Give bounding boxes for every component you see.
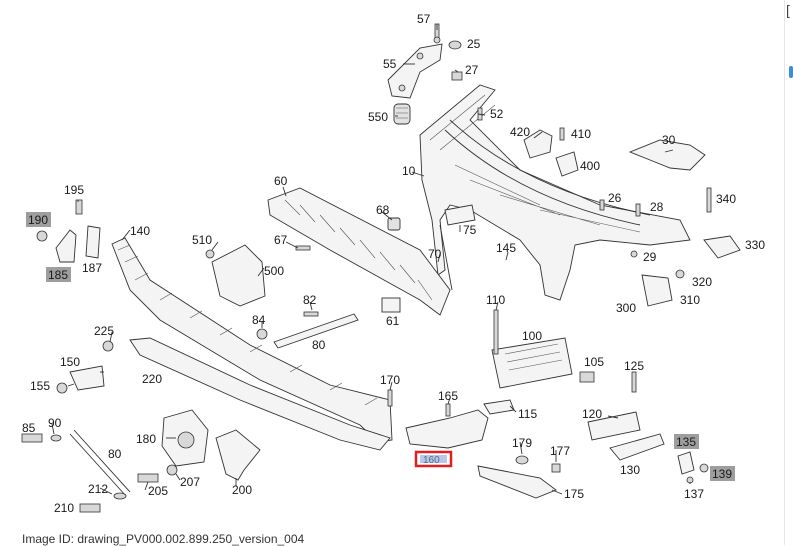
callout-label-175[interactable]: 175 — [564, 487, 584, 501]
callout-label-179[interactable]: 179 — [512, 436, 532, 450]
callout-label-220[interactable]: 220 — [142, 372, 162, 386]
callout-label-130[interactable]: 130 — [620, 463, 640, 477]
selected-part-marker[interactable] — [414, 450, 453, 468]
callout-label-110[interactable]: 110 — [486, 293, 505, 307]
callout-label-67[interactable]: 67 — [274, 233, 288, 247]
callout-label-170[interactable]: 170 — [380, 373, 400, 387]
callout-label-165[interactable]: 165 — [438, 389, 458, 403]
callout-label-80[interactable]: 80 — [312, 338, 326, 352]
edge-indicator — [789, 66, 793, 78]
callout-label-75[interactable]: 75 — [463, 223, 477, 237]
callout-label-500[interactable]: 500 — [264, 264, 284, 278]
image-id-caption: Image ID: drawing_PV000.002.899.250_vers… — [22, 532, 305, 546]
callout-label-190[interactable]: 190 — [28, 213, 48, 227]
callout-label-177[interactable]: 177 — [550, 444, 570, 458]
callout-label-139[interactable]: 139 — [712, 467, 732, 481]
callout-label-550[interactable]: 550 — [368, 110, 388, 124]
callout-label-26[interactable]: 26 — [608, 191, 622, 205]
callout-label-140[interactable]: 140 — [130, 224, 150, 238]
selected-part-label: 160 — [423, 455, 440, 466]
callout-label-510[interactable]: 510 — [192, 233, 212, 247]
callout-label-120[interactable]: 120 — [582, 407, 602, 421]
callout-label-27[interactable]: 27 — [465, 63, 479, 77]
callout-label-207[interactable]: 207 — [180, 475, 200, 489]
callout-label-57[interactable]: 57 — [417, 12, 431, 26]
callout-label-400[interactable]: 400 — [580, 159, 600, 173]
callout-label-84[interactable]: 84 — [252, 313, 266, 327]
parts-artwork — [21, 23, 741, 513]
callout-label-340[interactable]: 340 — [716, 192, 736, 206]
callout-label-137[interactable]: 137 — [684, 487, 704, 501]
callout-label-150[interactable]: 150 — [60, 355, 80, 369]
callout-label-25[interactable]: 25 — [467, 37, 481, 51]
callout-label-80-lower[interactable]: 80 — [108, 447, 122, 461]
callout-label-180[interactable]: 180 — [136, 432, 156, 446]
callout-label-100[interactable]: 100 — [522, 329, 542, 343]
callout-label-60[interactable]: 60 — [274, 174, 288, 188]
callout-label-90[interactable]: 90 — [48, 416, 62, 430]
panel-divider — [784, 0, 785, 545]
callout-label-135[interactable]: 135 — [676, 435, 696, 449]
callout-label-115[interactable]: 115 — [518, 407, 537, 421]
callout-label-410[interactable]: 410 — [571, 127, 591, 141]
callout-label-155[interactable]: 155 — [30, 379, 50, 393]
selected-part-label-fill — [420, 455, 447, 463]
callout-label-187[interactable]: 187 — [82, 261, 102, 275]
callout-label-29[interactable]: 29 — [643, 250, 657, 264]
callout-label-210[interactable]: 210 — [54, 501, 74, 515]
callout-label-212[interactable]: 212 — [88, 482, 108, 496]
leader-lines — [51, 24, 691, 495]
callout-label-195[interactable]: 195 — [64, 183, 84, 197]
callout-label-320[interactable]: 320 — [692, 275, 712, 289]
callout-labels: 57 25 55 27 550 52 420 410 30 400 10 60 195 190 185 187… — [22, 12, 765, 515]
callout-label-70[interactable]: 70 — [428, 247, 442, 261]
callout-highlight-190 — [26, 212, 51, 227]
callout-label-68[interactable]: 68 — [376, 203, 390, 217]
callout-label-105[interactable]: 105 — [584, 355, 604, 369]
callout-label-61[interactable]: 61 — [386, 314, 400, 328]
callout-label-82[interactable]: 82 — [303, 293, 317, 307]
callout-label-125[interactable]: 125 — [624, 359, 644, 373]
callout-label-52[interactable]: 52 — [490, 107, 504, 121]
callout-label-28[interactable]: 28 — [650, 200, 664, 214]
callout-label-420[interactable]: 420 — [510, 125, 530, 139]
callout-highlight-139 — [710, 466, 735, 481]
callout-highlight-185 — [46, 267, 71, 282]
callout-label-185[interactable]: 185 — [48, 268, 68, 282]
callout-label-55[interactable]: 55 — [383, 57, 397, 71]
callout-highlight-135 — [674, 434, 699, 449]
callout-label-145[interactable]: 145 — [496, 241, 516, 255]
callout-label-200[interactable]: 200 — [232, 483, 252, 497]
callout-label-85[interactable]: 85 — [22, 421, 36, 435]
callout-label-300[interactable]: 300 — [616, 301, 636, 315]
callout-label-30[interactable]: 30 — [662, 133, 676, 147]
callout-label-225[interactable]: 225 — [94, 324, 114, 338]
callout-label-330[interactable]: 330 — [745, 238, 765, 252]
callout-label-310[interactable]: 310 — [680, 293, 700, 307]
edge-glyph: [ — [786, 2, 790, 18]
callout-label-10[interactable]: 10 — [402, 164, 416, 178]
callout-label-205[interactable]: 205 — [148, 484, 168, 498]
